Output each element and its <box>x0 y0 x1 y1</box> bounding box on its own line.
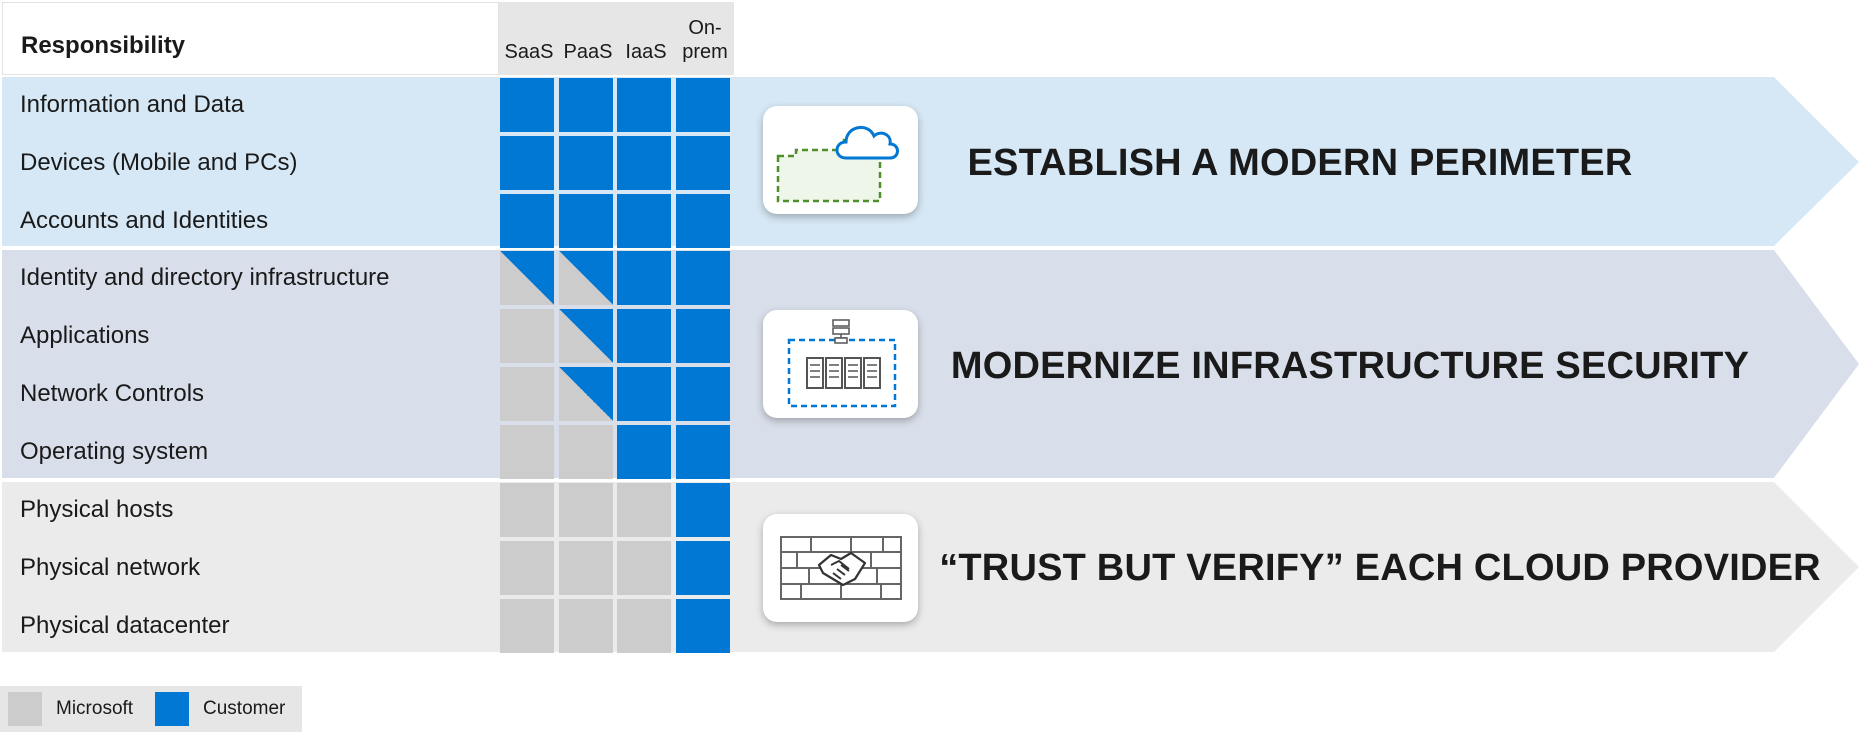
column-header-background <box>499 2 734 75</box>
cell-microsoft <box>500 599 554 653</box>
cell-customer <box>559 78 613 132</box>
cell-customer <box>676 599 730 653</box>
icon-card-trust <box>763 514 918 622</box>
cell-microsoft <box>559 541 613 595</box>
column-header-onprem: On- prem <box>682 17 728 63</box>
row-label: Identity and directory infrastructure <box>20 263 390 291</box>
legend-swatch-microsoft <box>8 692 42 726</box>
cell-customer <box>617 136 671 190</box>
cell-customer <box>676 309 730 363</box>
cell-customer <box>500 136 554 190</box>
band-text-modern-perimeter: ESTABLISH A MODERN PERIMETER <box>967 141 1633 184</box>
column-header-paas: PaaS <box>563 41 613 63</box>
cell-customer <box>559 194 613 248</box>
row-label: Applications <box>20 321 150 349</box>
row-label: Physical network <box>20 553 201 581</box>
cell-customer <box>676 425 730 479</box>
legend-swatch-customer <box>155 692 189 726</box>
cell-shared <box>559 251 613 305</box>
cell-shared <box>500 251 554 305</box>
cell-customer <box>559 136 613 190</box>
row-label: Accounts and Identities <box>20 206 269 234</box>
handshake-wall-icon <box>779 536 902 600</box>
cell-customer <box>500 194 554 248</box>
legend-label-customer: Customer <box>203 698 286 719</box>
cell-customer <box>617 78 671 132</box>
cloud-perimeter-icon <box>776 126 899 203</box>
row-label: Physical datacenter <box>20 611 230 639</box>
cell-microsoft <box>617 599 671 653</box>
row-label: Devices (Mobile and PCs) <box>20 148 298 176</box>
cell-customer <box>500 78 554 132</box>
cell-shared <box>559 367 613 421</box>
responsibility-header: Responsibility <box>2 2 499 75</box>
icon-card-perimeter <box>763 106 918 214</box>
row-label: Network Controls <box>20 379 205 407</box>
cell-microsoft <box>500 483 554 537</box>
legend <box>0 686 302 732</box>
cell-shared <box>559 309 613 363</box>
cell-customer <box>676 194 730 248</box>
band-text-infrastructure-security: MODERNIZE INFRASTRUCTURE SECURITY <box>950 344 1750 387</box>
cell-microsoft <box>617 483 671 537</box>
cell-microsoft <box>559 483 613 537</box>
row-label: Operating system <box>20 437 209 465</box>
column-header-saas: SaaS <box>504 41 554 63</box>
cell-microsoft <box>559 599 613 653</box>
cell-microsoft <box>500 541 554 595</box>
cell-microsoft <box>500 367 554 421</box>
row-label: Physical hosts <box>20 495 174 523</box>
cell-microsoft <box>617 541 671 595</box>
cell-customer <box>617 367 671 421</box>
cell-customer <box>676 483 730 537</box>
cell-customer <box>676 367 730 421</box>
server-infrastructure-icon <box>787 319 896 408</box>
arrow-modern-perimeter <box>734 77 1859 246</box>
cell-customer <box>676 541 730 595</box>
arrow-infrastructure-security <box>734 250 1859 478</box>
cell-customer <box>617 309 671 363</box>
cell-customer <box>617 251 671 305</box>
row-label: Information and Data <box>20 90 245 118</box>
arrow-trust-but-verify <box>734 482 1859 652</box>
cell-customer <box>617 425 671 479</box>
cell-customer <box>676 78 730 132</box>
strategy-arrows <box>734 77 1859 652</box>
icon-card-infrastructure <box>763 310 918 418</box>
band-text-trust-but-verify: “TRUST BUT VERIFY” EACH CLOUD PROVIDER <box>939 546 1821 589</box>
cell-microsoft <box>500 309 554 363</box>
cell-customer <box>676 251 730 305</box>
cell-customer <box>617 194 671 248</box>
cell-customer <box>676 136 730 190</box>
cell-microsoft <box>500 425 554 479</box>
column-header-iaas: IaaS <box>625 41 667 63</box>
legend-label-microsoft: Microsoft <box>56 698 134 719</box>
cell-microsoft <box>559 425 613 479</box>
